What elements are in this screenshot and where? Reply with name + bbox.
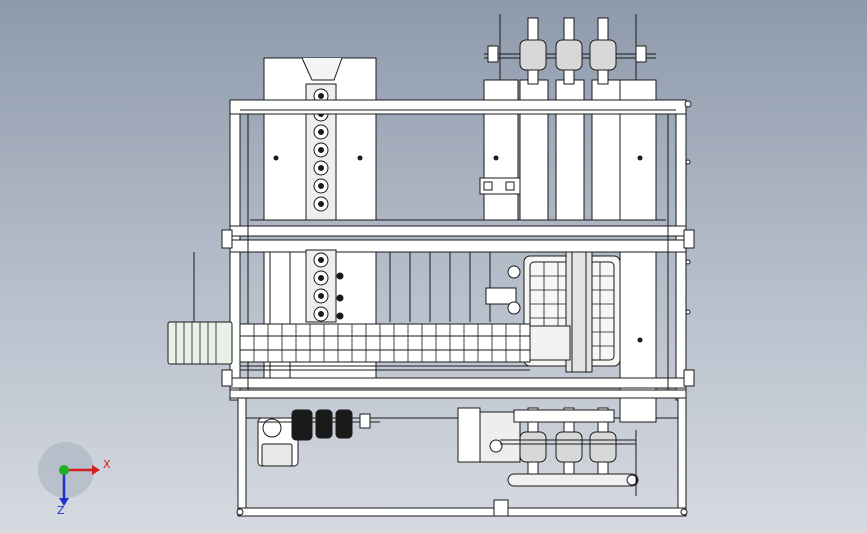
left-drive-unit [257, 409, 380, 467]
z-axis-label: Z [57, 504, 65, 517]
right-drive-unit [457, 397, 657, 496]
axis-triad: X Z [38, 442, 111, 517]
base-details [236, 499, 688, 517]
vertical-guide-rods [193, 252, 491, 322]
main-frame [229, 99, 687, 401]
top-gear-shaft [484, 14, 656, 85]
vertical-chain-lower [305, 249, 344, 323]
frame-brackets [221, 100, 695, 387]
belt-conveyor [167, 321, 571, 371]
x-axis-label: X [103, 458, 111, 471]
clamp-blocks [479, 177, 521, 315]
